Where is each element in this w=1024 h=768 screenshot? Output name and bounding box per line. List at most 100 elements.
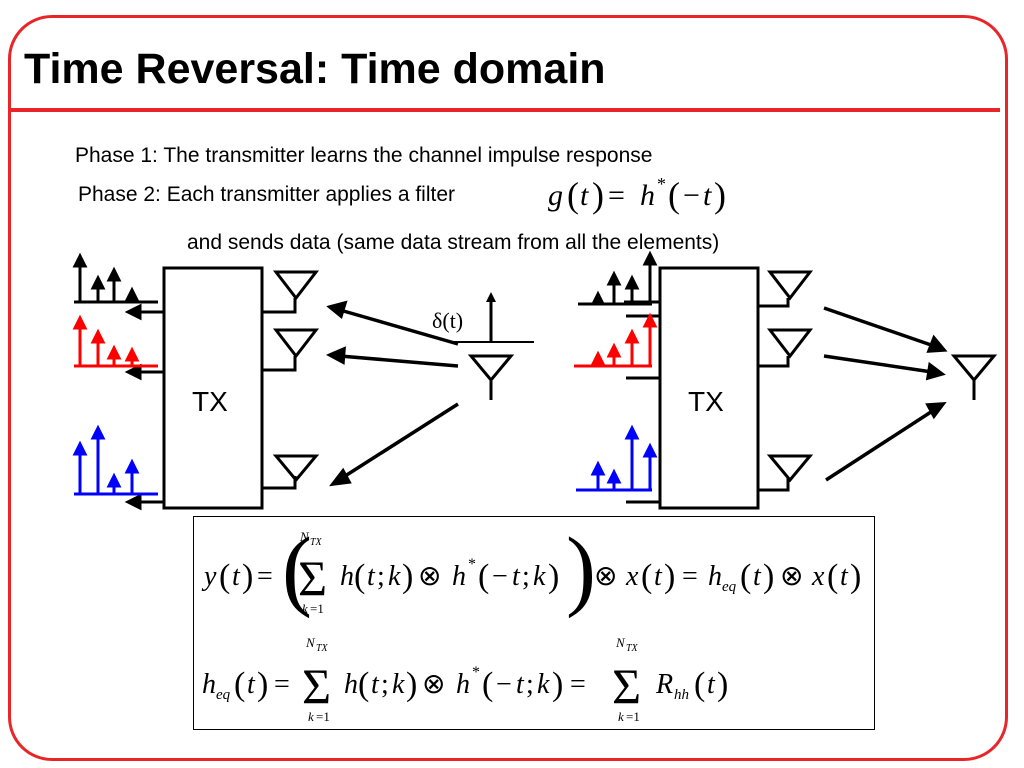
svg-text:;: ; bbox=[381, 669, 389, 700]
svg-text:(: ( bbox=[354, 558, 365, 595]
antenna-icon bbox=[766, 270, 814, 483]
svg-text:(: ( bbox=[234, 666, 245, 703]
svg-text:y: y bbox=[201, 561, 217, 592]
svg-text:=: = bbox=[682, 561, 698, 592]
svg-text:h: h bbox=[340, 561, 354, 592]
svg-text:): ) bbox=[552, 666, 563, 703]
svg-text:R: R bbox=[655, 669, 673, 700]
tx-label-left: TX bbox=[192, 386, 228, 417]
svg-text:): ) bbox=[850, 558, 861, 595]
svg-text:t: t bbox=[840, 561, 849, 592]
equations-svg: y ( t ) = ( N TX Σ k =1 h ( t ; k ) ⊗ h … bbox=[201, 520, 861, 724]
svg-text:⊗: ⊗ bbox=[418, 561, 441, 592]
phase1-text: Phase 1: The transmitter learns the chan… bbox=[75, 144, 653, 167]
receiver-antenna-center bbox=[452, 300, 534, 400]
svg-text:(: ( bbox=[478, 558, 489, 595]
impulse-train-blue bbox=[72, 424, 158, 496]
impulse-train-red bbox=[72, 314, 158, 368]
svg-text:): ) bbox=[257, 666, 268, 703]
svg-text:k: k bbox=[533, 561, 546, 592]
svg-text:): ) bbox=[763, 558, 774, 595]
svg-text:TX: TX bbox=[316, 643, 329, 654]
svg-text:TX: TX bbox=[626, 643, 639, 654]
svg-text:*: * bbox=[468, 556, 476, 573]
svg-text:k: k bbox=[537, 669, 550, 700]
svg-text:(: ( bbox=[219, 558, 230, 595]
svg-text:): ) bbox=[402, 558, 413, 595]
svg-text:t: t bbox=[512, 561, 521, 592]
reversed-train-blue bbox=[576, 424, 658, 492]
svg-text:k: k bbox=[302, 601, 308, 616]
svg-text:k: k bbox=[308, 709, 314, 724]
svg-text:eq: eq bbox=[722, 579, 737, 595]
svg-text:=1: =1 bbox=[316, 709, 330, 724]
svg-text:t: t bbox=[232, 561, 241, 592]
tx-block-right bbox=[658, 266, 760, 510]
svg-text:;: ; bbox=[526, 669, 534, 700]
svg-text:=1: =1 bbox=[310, 601, 324, 616]
phase2-text: Phase 2: Each transmitter applies a filt… bbox=[78, 183, 456, 206]
svg-text:x: x bbox=[811, 561, 825, 592]
svg-text:h: h bbox=[456, 669, 470, 700]
svg-text:t: t bbox=[707, 669, 716, 700]
svg-text:Σ: Σ bbox=[302, 658, 331, 714]
svg-text:TX: TX bbox=[310, 537, 323, 548]
svg-text:): ) bbox=[242, 558, 253, 595]
svg-text:⊗: ⊗ bbox=[594, 561, 617, 592]
svg-text:h: h bbox=[708, 561, 722, 592]
svg-text:;: ; bbox=[522, 561, 530, 592]
svg-text:): ) bbox=[548, 558, 559, 595]
svg-text:): ) bbox=[566, 520, 596, 619]
svg-text:k: k bbox=[388, 561, 401, 592]
svg-text:=: = bbox=[257, 561, 273, 592]
svg-text:k: k bbox=[618, 709, 624, 724]
svg-text:(: ( bbox=[482, 666, 493, 703]
svg-text:⊗: ⊗ bbox=[780, 561, 803, 592]
reversed-train-black bbox=[578, 250, 658, 306]
svg-text:k: k bbox=[392, 669, 405, 700]
svg-text:(: ( bbox=[641, 558, 652, 595]
svg-text:N: N bbox=[615, 635, 626, 650]
svg-text:*: * bbox=[472, 664, 480, 681]
svg-text:(: ( bbox=[694, 666, 705, 703]
svg-text:hh: hh bbox=[674, 687, 689, 703]
svg-text:t: t bbox=[516, 669, 525, 700]
svg-text:N: N bbox=[305, 635, 316, 650]
equation-box: y ( t ) = ( N TX Σ k =1 h ( t ; k ) ⊗ h … bbox=[193, 516, 875, 730]
tx-block-left bbox=[162, 266, 264, 510]
svg-text:⊗: ⊗ bbox=[422, 669, 445, 700]
equation-1: y ( t ) = ( N TX Σ k =1 h ( t ; k ) ⊗ h … bbox=[201, 520, 861, 619]
impulse-label: δ(t) bbox=[432, 308, 464, 333]
svg-text:−: − bbox=[492, 561, 508, 592]
tx-label-right: TX bbox=[688, 386, 724, 417]
svg-text:(: ( bbox=[740, 558, 751, 595]
svg-text:): ) bbox=[717, 666, 728, 703]
svg-text:h: h bbox=[202, 669, 216, 700]
impulse-train-black bbox=[72, 252, 158, 304]
svg-text:N: N bbox=[299, 529, 310, 544]
svg-text:(: ( bbox=[827, 558, 838, 595]
phase2-continuation: and sends data (same data stream from al… bbox=[187, 231, 720, 254]
svg-text:x: x bbox=[625, 561, 639, 592]
svg-text:Σ: Σ bbox=[612, 658, 641, 714]
svg-text:−: − bbox=[496, 669, 512, 700]
svg-text:=: = bbox=[570, 669, 586, 700]
svg-text:): ) bbox=[406, 666, 417, 703]
svg-text:t: t bbox=[371, 669, 380, 700]
svg-text:;: ; bbox=[377, 561, 385, 592]
slide-frame bbox=[8, 15, 1008, 761]
svg-text:Σ: Σ bbox=[298, 550, 327, 606]
svg-text:(: ( bbox=[282, 520, 312, 619]
svg-text:h: h bbox=[452, 561, 466, 592]
svg-text:=: = bbox=[274, 669, 290, 700]
title-underline bbox=[10, 108, 1000, 112]
svg-text:t: t bbox=[247, 669, 256, 700]
antenna-icon bbox=[272, 270, 320, 483]
svg-text:h: h bbox=[344, 669, 358, 700]
svg-text:t: t bbox=[654, 561, 663, 592]
svg-text:t: t bbox=[753, 561, 762, 592]
svg-text:=1: =1 bbox=[626, 709, 640, 724]
equation-2: h eq ( t ) = N TX Σ k =1 h ( t ; k ) ⊗ h… bbox=[202, 635, 728, 724]
svg-text:t: t bbox=[367, 561, 376, 592]
slide-title: Time Reversal: Time domain bbox=[24, 45, 606, 93]
